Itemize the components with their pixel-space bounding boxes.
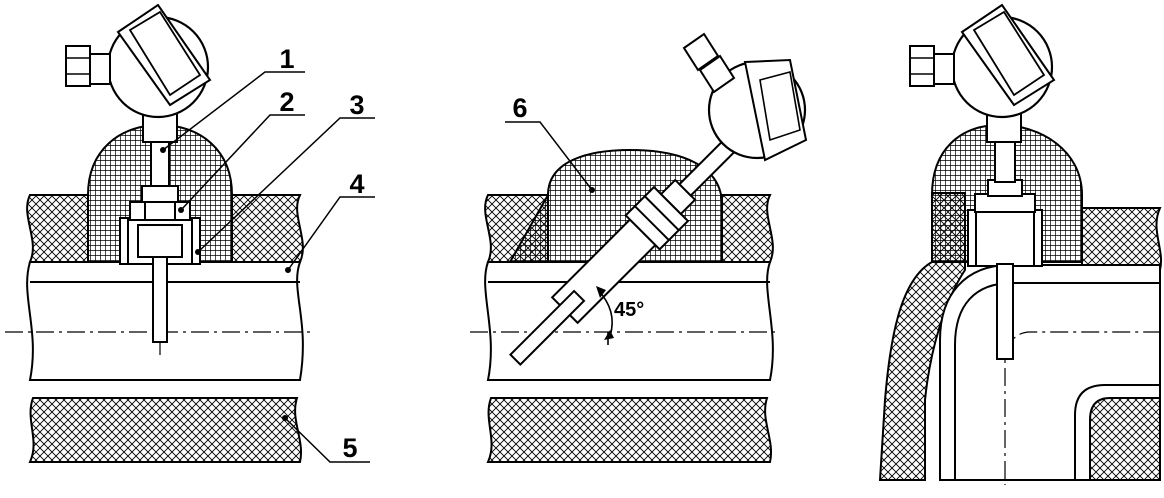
elbow-inner-insulation xyxy=(1089,397,1161,481)
angled-fitting xyxy=(509,138,737,366)
top-wall-right xyxy=(1081,207,1162,271)
sensor-head xyxy=(909,3,1056,119)
leader-6 xyxy=(505,121,593,191)
bottom-wall xyxy=(28,397,302,463)
view-angled-install: 45° 6 xyxy=(470,32,808,463)
top-wall-right xyxy=(721,194,774,263)
top-wall-right xyxy=(231,194,304,263)
callout-5: 5 xyxy=(342,433,357,463)
view-elbow-install xyxy=(878,3,1162,485)
callout-4: 4 xyxy=(349,169,364,199)
callout-2: 2 xyxy=(279,87,294,117)
callout-1: 1 xyxy=(279,44,294,74)
leader-lines xyxy=(162,71,375,463)
bottom-wall xyxy=(486,397,772,463)
sensor-head xyxy=(65,3,212,119)
angle-label: 45° xyxy=(614,299,644,321)
sensor-head xyxy=(682,32,808,162)
callout-3: 3 xyxy=(349,90,364,120)
callout-6: 6 xyxy=(512,93,527,123)
top-wall-left xyxy=(26,194,89,263)
pipe-body xyxy=(484,261,774,381)
probe-tip xyxy=(152,256,168,343)
view-vertical-install: 1 2 3 4 5 xyxy=(5,3,375,463)
